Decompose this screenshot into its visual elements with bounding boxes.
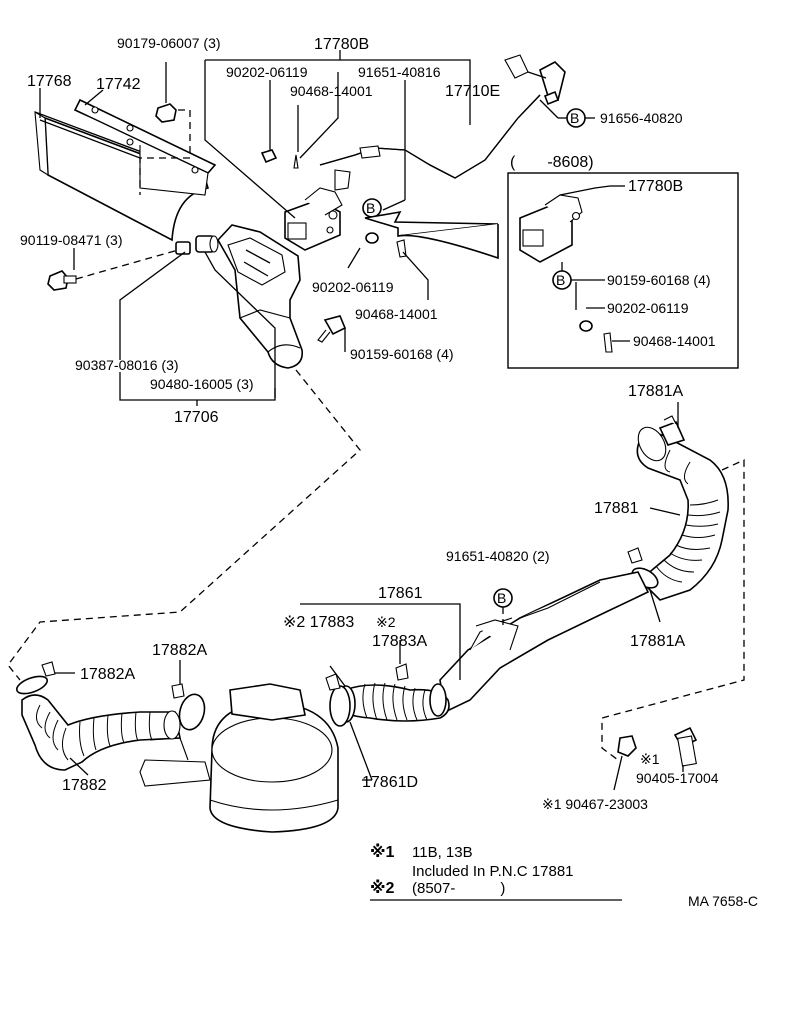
note-2-mark: ※2 (370, 879, 395, 897)
label-90387-08016: 90387-08016 (3) (75, 357, 179, 373)
label-17710E: 17710E (445, 83, 500, 100)
note-1-line2: Included In P.N.C 17881 (412, 863, 574, 880)
label-17882: 17882 (62, 777, 107, 794)
clamp-17861D (325, 673, 351, 727)
choke-cable-17710E (319, 54, 566, 179)
drawing-code: MA 7658-C (688, 893, 758, 909)
label-90159-60168-mid: 90159-60168 (4) (350, 346, 454, 362)
washer-90202-top (260, 80, 278, 164)
clip-90467 (613, 735, 637, 791)
note-1-mark: ※1 (370, 843, 395, 861)
label-inset-90159-60168: 90159-60168 (4) (607, 272, 711, 288)
collar-90387 (175, 241, 191, 255)
inset-control-valve (519, 185, 611, 263)
bellows-17883A (335, 682, 450, 723)
inset-box: B (507, 172, 739, 369)
control-valve-17780B (284, 169, 351, 251)
svg-text:B: B (497, 590, 506, 606)
label-91651-40816: 91651-40816 (358, 64, 441, 80)
label-91656-40820: 91656-40820 (600, 110, 683, 126)
label-90179-06007: 90179-06007 (3) (117, 35, 221, 51)
svg-text:B: B (366, 200, 375, 216)
label-91651-40820: 91651-40820 (2) (446, 548, 550, 564)
label-17882A-top: 17882A (152, 642, 207, 659)
washer-90202-mid (347, 232, 379, 269)
label-17883: ※2 17883 (283, 614, 354, 631)
detail-arrow (364, 210, 499, 260)
clamp-17882A-left (15, 661, 56, 695)
bolt-90119 (47, 249, 179, 291)
label-17861: 17861 (378, 585, 423, 602)
label-90468-14001-mid: 90468-14001 (355, 306, 438, 322)
inset-washer (579, 320, 593, 332)
svg-text:B: B (556, 272, 565, 288)
air-hose-17882 (21, 694, 181, 771)
label-mark-1: ※1 (640, 751, 660, 767)
label-17883A-mark: ※2 (376, 614, 396, 630)
clamp-17883A (395, 663, 409, 681)
inset-bolt-b: B (552, 262, 572, 290)
label-90468-14001-top: 90468-14001 (290, 83, 373, 99)
note-1-line1: 11B, 13B (412, 844, 473, 861)
label-inset-90202-06119: 90202-06119 (607, 300, 689, 316)
clamp-17882A-top (171, 683, 206, 731)
inset-cotter-pin (603, 332, 630, 353)
label-17706: 17706 (174, 409, 219, 426)
label-17742: 17742 (96, 76, 141, 93)
label-17881A-low: 17881A (630, 633, 685, 650)
label-90467-23003: ※1 90467-23003 (542, 796, 648, 812)
bolt-90405 (673, 726, 698, 772)
notes-block: ※1 11B, 13B Included In P.N.C 17881 ※2 (… (370, 843, 622, 901)
air-duct-17706 (217, 224, 304, 369)
label-90202-06119-mid: 90202-06119 (312, 279, 394, 295)
grommet-90480 (195, 235, 219, 253)
bolt-b-marker-tube: B (493, 588, 513, 625)
label-17780B: 17780B (314, 36, 369, 53)
label-17882A-left: 17882A (80, 666, 135, 683)
label-90202-06119-top: 90202-06119 (226, 64, 308, 80)
label-17861D: 17861D (362, 774, 418, 791)
label-inset-90468-14001: 90468-14001 (633, 333, 716, 349)
intake-tube-17861 (439, 571, 650, 714)
part-labels: 17780B 90179-06007 (3) 17768 17742 90202… (20, 35, 719, 812)
bolt-b-marker-valve: B (362, 198, 382, 218)
nut-90179 (139, 62, 191, 195)
label-17883A: 17883A (372, 633, 427, 650)
air-cleaner-body (139, 683, 339, 833)
label-17768: 17768 (27, 73, 72, 90)
note-2-line1: (8507- ) (412, 880, 505, 897)
cotter-pin-90468-mid (396, 239, 429, 300)
cotter-pin-90468-top (293, 105, 299, 169)
bolt-b-marker-cable: B (539, 99, 595, 128)
inset-title: ( -8608) (510, 154, 594, 171)
label-90480-16005: 90480-16005 (3) (150, 376, 254, 392)
label-17881: 17881 (594, 500, 639, 517)
label-inset-17780B: 17780B (628, 178, 683, 195)
svg-text:B: B (570, 110, 579, 126)
label-90119-08471: 90119-08471 (3) (20, 232, 122, 248)
label-90405-17004: 90405-17004 (636, 770, 719, 786)
screw-90159-mid (317, 315, 347, 352)
label-17881A-top: 17881A (628, 383, 683, 400)
